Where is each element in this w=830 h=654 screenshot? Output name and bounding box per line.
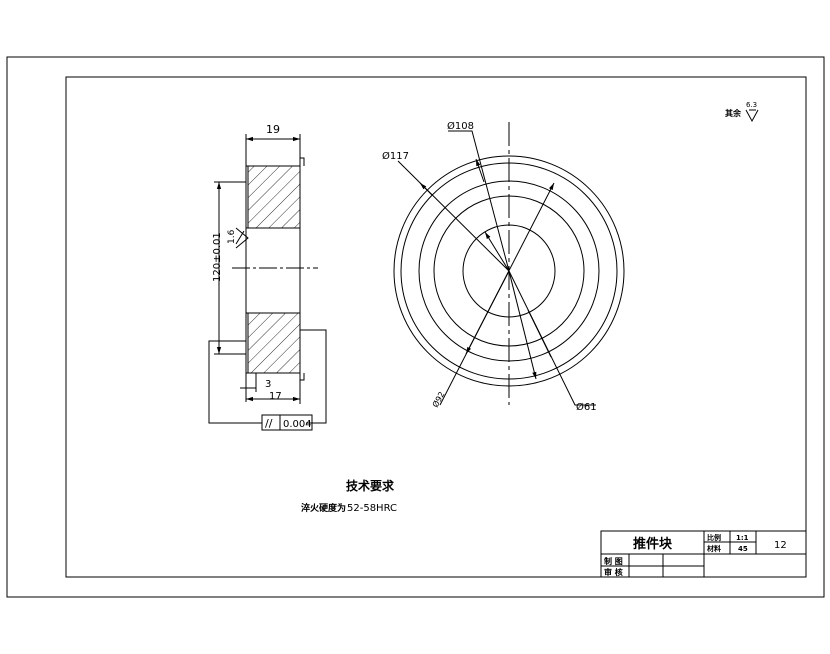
section-view <box>208 134 327 431</box>
roughness-side-value: 1.6 <box>227 229 237 244</box>
dim-d61: Ø61 <box>576 401 597 413</box>
tolerance-value: 0.004 <box>283 419 312 430</box>
upper-section-hatch <box>247 165 301 229</box>
notes-heading: 技术要求 <box>346 478 395 493</box>
title-part-name: 推件块 <box>633 536 673 552</box>
dim-3: 3 <box>265 379 271 390</box>
front-view <box>393 122 625 406</box>
dim-d117: Ø117 <box>382 150 409 162</box>
dim-17: 17 <box>269 391 282 402</box>
title-scale-label: 比例 <box>707 533 721 542</box>
title-material-value: 45 <box>738 545 748 553</box>
roughness-symbol-side <box>235 227 249 249</box>
title-scale-value: 1:1 <box>736 534 749 542</box>
outer-border <box>6 56 825 598</box>
title-drawn-label: 制 图 <box>604 556 623 566</box>
roughness-rest-value: 6.3 <box>746 101 757 109</box>
dim-19: 19 <box>266 123 280 136</box>
inner-border <box>65 76 807 578</box>
dim-120: 120±0.01 <box>212 232 223 282</box>
tolerance-frame <box>261 414 313 431</box>
notes-line1-prefix: 淬火硬度为 <box>301 502 346 514</box>
title-checked-label: 审 核 <box>604 567 623 577</box>
notes-line1-value: 52-58HRC <box>347 503 397 514</box>
lower-section-hatch <box>247 312 301 374</box>
title-block <box>600 530 807 578</box>
roughness-rest-label: 其余 <box>725 108 742 118</box>
title-material-label: 材料 <box>706 544 721 553</box>
dim-d92: Ø92 <box>430 390 447 409</box>
roughness-symbol-rest <box>745 109 759 123</box>
title-drawing-number: 12 <box>774 540 787 551</box>
tolerance-symbol: // <box>265 417 273 430</box>
dim-d108: Ø108 <box>447 120 474 132</box>
